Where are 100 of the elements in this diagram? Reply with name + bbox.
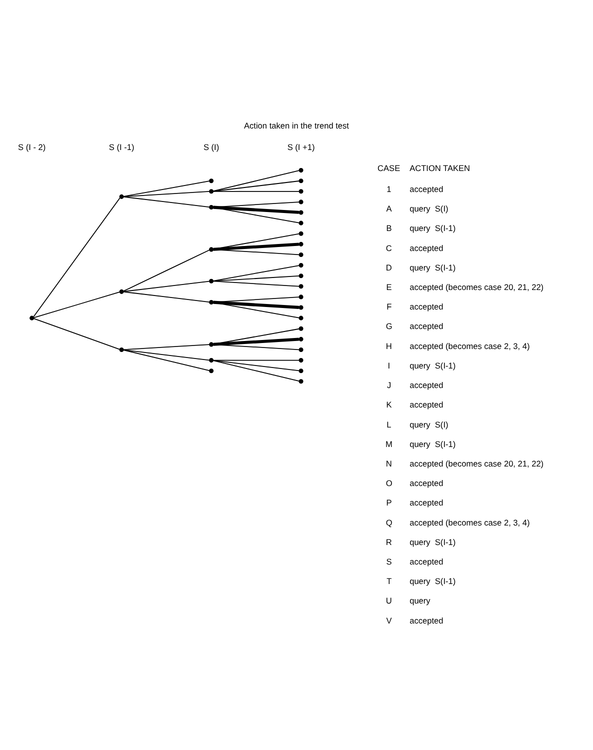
connector [213,338,300,346]
node-label: V [386,615,392,626]
node-label: accepted (becomes case 20, 21, 22) [410,282,544,292]
node-label: query S(I-1) [410,438,456,449]
node-circle [298,178,304,184]
node-label: accepted [410,400,444,410]
node-circle [30,316,34,320]
node-label: F [386,302,392,312]
node-label: R [386,536,392,547]
node-label: P [386,498,392,508]
node-circle [298,316,304,320]
node-circle [298,263,304,268]
connector [123,250,210,292]
connector [212,170,300,192]
node-circle [298,379,304,384]
node-circle [209,178,214,184]
node-label: query S(I-1) [410,536,456,547]
node-label: accepted [410,302,444,312]
node-circle [298,189,304,194]
node-label: B [386,223,392,234]
node-circle [298,336,304,342]
node-label: T [386,576,392,586]
node-label: 1 [386,184,392,194]
node-circle [298,231,304,236]
connector [33,197,120,318]
node-label: J [386,380,392,390]
connector [212,180,300,192]
connector [33,318,120,350]
node-circle [209,204,214,210]
label: S (I) [203,142,220,152]
node-label: accepted [410,498,444,508]
connector [212,360,300,382]
connector [212,360,300,372]
connector [212,360,300,361]
node-circle [298,358,304,363]
node-circle [209,247,214,252]
node-label: C [386,242,392,253]
node-label: accepted [410,556,444,566]
label: ACTION TAKEN [410,162,470,173]
node-label: accepted [410,242,444,253]
connector [212,280,300,287]
connector [212,265,300,282]
node-circle [298,242,304,246]
node-circle [298,200,304,204]
node-label: H [386,340,392,351]
node-label: Q [386,517,392,528]
node-label: I [388,360,390,370]
node-circle [298,168,304,173]
node-circle [298,210,304,215]
connector [123,291,210,303]
connector [212,233,300,250]
node-label: accepted [410,184,444,194]
connector [123,196,210,208]
node-label: accepted [410,321,444,332]
node-label: query S(I) [410,204,448,214]
label: S (I - 2) [18,142,46,152]
node-circle [298,294,304,300]
node-label: S [386,556,392,566]
connector [123,349,210,361]
connector [213,242,300,251]
node-label: U [386,596,392,606]
node-label: query S(I-1) [410,262,456,272]
connector [123,350,210,371]
node-circle [298,368,304,374]
node-label: accepted [410,615,444,626]
node-circle [298,347,304,352]
node-label: K [386,400,392,410]
node-label: O [386,478,392,488]
node-circle [119,194,124,199]
node-label: G [386,321,392,332]
node-label: accepted [410,478,444,488]
node-circle [209,342,214,347]
node-label: A [386,204,392,214]
node-label: query [410,596,430,606]
connector [123,344,210,350]
node-circle [209,368,214,374]
node-label: D [386,262,392,272]
node-label: query S(I-1) [410,576,456,586]
node-label: N [386,458,392,468]
node-circle [298,305,304,310]
node-label: accepted (becomes case 2, 3, 4) [410,517,530,528]
node-label: query S(I-1) [410,360,456,370]
label: CASE [378,162,400,173]
node-circle [298,252,304,258]
connector [123,191,210,198]
node-circle [119,289,124,294]
node-label: L [386,419,392,430]
node-label: accepted (becomes case 20, 21, 22) [410,458,544,468]
node-label: accepted (becomes case 2, 3, 4) [410,340,530,351]
connector [212,190,300,192]
connector [213,300,300,309]
connector [212,275,300,282]
node-label: M [385,438,392,449]
label: S (I -1) [108,142,134,152]
connector [123,180,210,197]
diagram-title: Action taken in the trend test [244,120,349,131]
label: S (I +1) [287,142,315,152]
node-circle [209,189,214,194]
node-circle [298,284,304,289]
connector [33,292,120,318]
